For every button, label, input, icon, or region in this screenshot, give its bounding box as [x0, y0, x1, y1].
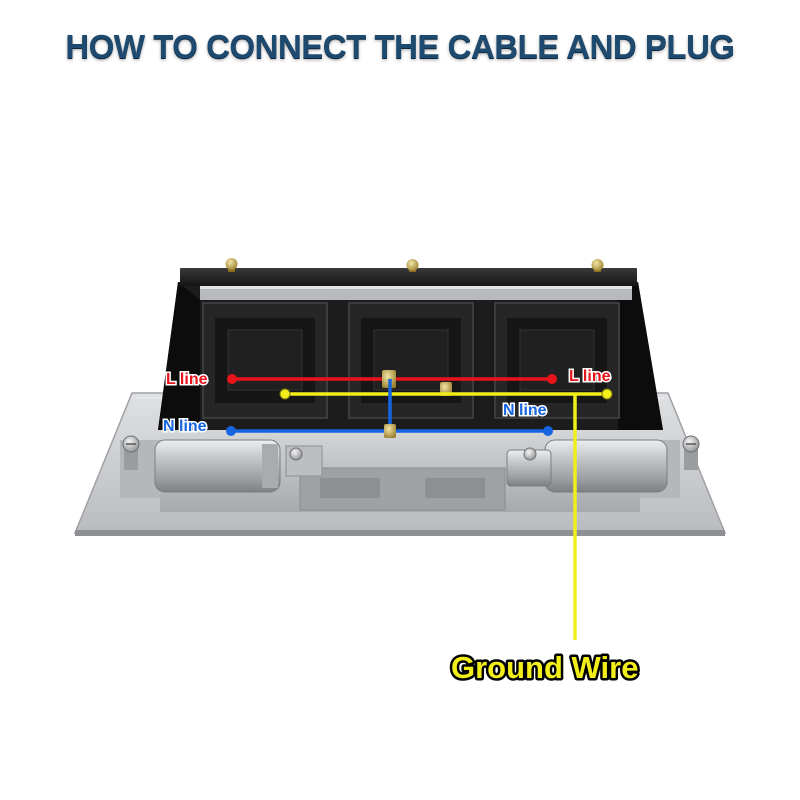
ground-wire-label: Ground Wire: [451, 650, 638, 685]
n-line-label-right: N line: [503, 402, 547, 419]
side-screw-left: [122, 435, 140, 470]
page-title: HOW TO CONNECT THE CABLE AND PLUG: [65, 28, 735, 65]
l-line-label-right: L line: [569, 368, 611, 385]
socket-module-left: [202, 302, 328, 419]
hinge-screw-left: [285, 445, 323, 477]
hinge-cylinder-left: [154, 439, 281, 493]
top-screw-middle: [406, 259, 419, 272]
top-cover-bar: [180, 268, 637, 300]
top-screw-right: [591, 259, 604, 272]
hinge-screw-right: [523, 447, 537, 461]
l-line-label-left: L line: [166, 371, 208, 388]
n-line-wire: [226, 379, 553, 438]
ground-wire: [279, 388, 613, 640]
socket-module-right: [494, 302, 620, 419]
socket-module-middle: [348, 302, 474, 419]
top-screw-left: [225, 258, 238, 272]
n-line-label-left: N line: [163, 418, 207, 435]
side-screw-right: [682, 435, 700, 470]
